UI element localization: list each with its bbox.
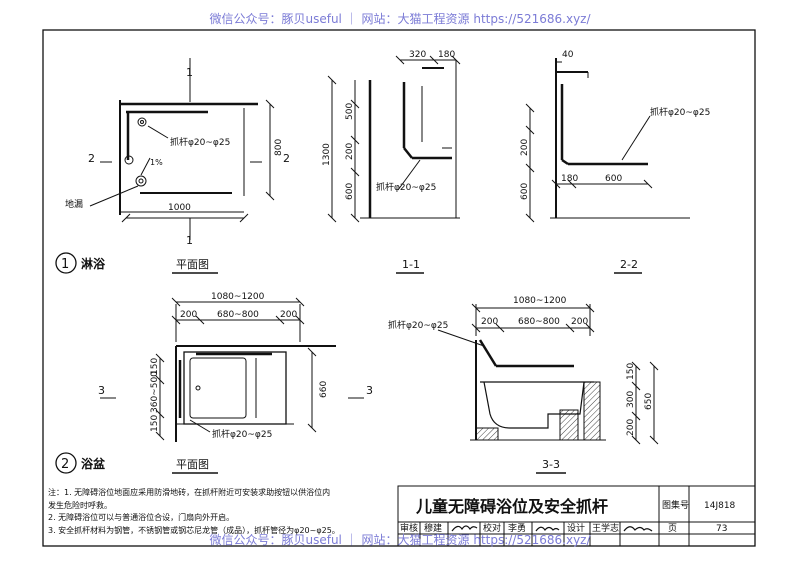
design-name: 王学志 bbox=[592, 522, 619, 534]
tub-cut-3-right: 3 bbox=[366, 384, 373, 397]
section-3-3 bbox=[437, 303, 659, 445]
tub-plan-dim-c: 200 bbox=[280, 310, 297, 320]
sec22-dim-40: 40 bbox=[562, 50, 574, 60]
tub-plan-dim-b: 680~800 bbox=[217, 310, 259, 320]
watermark-bottom: 微信公众号：豚贝useful ｜ 网站：大猫工程资源 https://52168… bbox=[209, 533, 591, 547]
sec11-dim-mid: 200 bbox=[345, 143, 355, 160]
sec33-grabbar-label: 抓杆φ20~φ25 bbox=[388, 319, 448, 331]
tub-plan-dim-total: 1080~1200 bbox=[211, 292, 265, 302]
design-signature bbox=[623, 526, 653, 532]
sec33-dim-r-c: 200 bbox=[626, 419, 636, 436]
check-name: 李勇 bbox=[508, 522, 526, 534]
bathtub-number: 2 bbox=[61, 457, 69, 472]
note-line: 2. 无障碍浴位可以与普通浴位合设，门扇向外开启。 bbox=[48, 513, 235, 522]
sec22-caption: 2-2 bbox=[620, 258, 638, 271]
shower-plan bbox=[89, 58, 275, 240]
page-label: 页 bbox=[668, 523, 677, 534]
sec22-dim-mid: 200 bbox=[520, 139, 530, 156]
shower-dim-width: 1000 bbox=[168, 203, 191, 213]
tub-plan-dim-a: 200 bbox=[180, 310, 197, 320]
check-label: 校对 bbox=[483, 522, 501, 534]
sec33-caption: 3-3 bbox=[542, 458, 560, 471]
sheet-title: 儿童无障碍浴位及安全抓杆 bbox=[415, 497, 608, 516]
notes: 注：1. 无障碍浴位地面应采用防滑地砖，在抓杆附近可安装求助按钮以供浴位内 发生… bbox=[48, 487, 418, 537]
sec11-dim-upper: 500 bbox=[345, 103, 355, 120]
shower-cut-2-left: 2 bbox=[88, 152, 95, 165]
sec33-dim-r-b: 300 bbox=[626, 391, 636, 408]
atlas-label: 图集号 bbox=[662, 499, 689, 511]
shower-cut-1-bottom: 1 bbox=[186, 234, 193, 247]
sec11-dim-low: 600 bbox=[345, 183, 355, 200]
tub-plan-caption: 平面图 bbox=[176, 458, 209, 471]
shower-cut-2-right: 2 bbox=[283, 152, 290, 165]
shower-dim-depth: 800 bbox=[274, 139, 284, 156]
sec11-dim-total: 1300 bbox=[322, 143, 332, 166]
sec11-caption: 1-1 bbox=[402, 258, 420, 271]
sec33-dim-b: 680~800 bbox=[518, 317, 560, 327]
sec11-grabbar-label: 抓杆φ20~φ25 bbox=[376, 181, 436, 193]
title-block bbox=[397, 485, 756, 547]
note-line: 注：1. 无障碍浴位地面应采用防滑地砖，在抓杆附近可安装求助按钮以供浴位内 bbox=[48, 488, 331, 497]
shower-drain-label: 地漏 bbox=[65, 198, 83, 210]
review-signature bbox=[451, 525, 478, 532]
sec22-dim-600: 600 bbox=[605, 174, 622, 184]
sec33-dim-r-a: 150 bbox=[626, 363, 636, 380]
note-line: 3. 安全抓杆材料为钢管，不锈钢管或钢芯尼龙管（成品），抓杆管径为φ20~φ25… bbox=[48, 525, 340, 535]
bathtub-plan bbox=[100, 297, 364, 442]
bathtub-label: 浴盆 bbox=[81, 456, 106, 471]
shower-number-circle bbox=[55, 252, 77, 274]
shower-label: 淋浴 bbox=[81, 256, 106, 271]
bathtub-number-circle bbox=[55, 452, 77, 474]
sheet-border bbox=[42, 29, 756, 547]
tub-cut-3-left: 3 bbox=[98, 384, 105, 397]
tub-plan-grabbar-label: 抓杆φ20~φ25 bbox=[212, 428, 272, 440]
shower-slope-label: 1% bbox=[150, 158, 163, 167]
tub-plan-right: 660 bbox=[319, 381, 329, 398]
page-number: 73 bbox=[716, 524, 727, 534]
sec22-dim-low: 600 bbox=[520, 183, 530, 200]
design-label: 设计 bbox=[567, 522, 585, 534]
shower-cut-1-top: 1 bbox=[186, 66, 193, 79]
tub-plan-left-a: 150 bbox=[150, 358, 160, 375]
shower-plan-grabbar-label: 抓杆φ20~φ25 bbox=[170, 136, 230, 148]
review-label: 审核 bbox=[400, 522, 418, 534]
shower-plan-caption: 平面图 bbox=[176, 258, 209, 271]
sec22-grabbar-label: 抓杆φ20~φ25 bbox=[650, 106, 710, 118]
sec33-dim-a: 200 bbox=[481, 317, 498, 327]
sec11-dim-320: 320 bbox=[409, 50, 426, 60]
atlas-number: 14J818 bbox=[704, 501, 736, 511]
tub-plan-left-b: 360~500 bbox=[150, 371, 160, 413]
note-line: 发生危险时呼救。 bbox=[48, 500, 112, 510]
shower-number: 1 bbox=[61, 257, 69, 272]
sec33-dim-total: 1080~1200 bbox=[513, 296, 567, 306]
sec33-dim-r-total: 650 bbox=[644, 393, 654, 410]
section-1-1 bbox=[327, 55, 461, 223]
watermark-top: 微信公众号：豚贝useful ｜ 网站：大猫工程资源 https://52168… bbox=[209, 12, 591, 26]
section-2-2 bbox=[525, 58, 690, 223]
review-name: 穆建 bbox=[424, 522, 442, 534]
tub-plan-left-c: 150 bbox=[150, 415, 160, 432]
sec33-dim-c: 200 bbox=[571, 317, 588, 327]
sec11-dim-180: 180 bbox=[438, 50, 455, 60]
sec22-dim-180: 180 bbox=[561, 174, 578, 184]
check-signature bbox=[535, 526, 560, 532]
